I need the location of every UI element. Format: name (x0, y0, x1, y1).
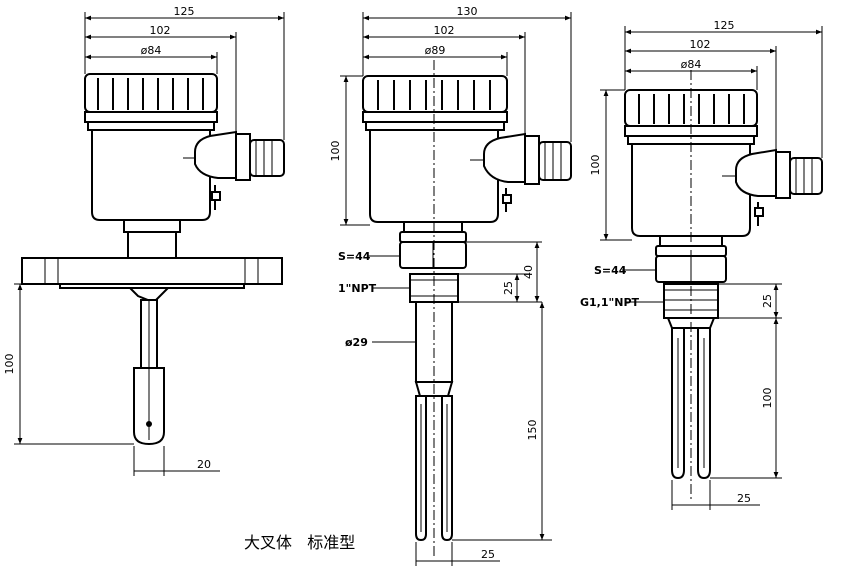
drawing-caption: 大叉体 标准型 (244, 533, 355, 552)
right-dim-thread: G1,1"NPT (580, 296, 640, 309)
middle-dim-housing-height: 100 (329, 141, 342, 162)
middle-dim-thread: 1"NPT (338, 282, 377, 295)
left-paddle-probe (127, 287, 171, 446)
left-dim-housing-width: 102 (150, 24, 171, 37)
left-housing-body (91, 129, 211, 221)
right-dim-overall-width: 125 (714, 19, 735, 32)
left-housing-cap (84, 73, 218, 131)
left-dim-cap-diameter: ø84 (141, 44, 162, 57)
right-cable-gland (735, 148, 823, 226)
right-housing-cap (624, 89, 758, 145)
middle-dim-fork-length: 150 (526, 420, 539, 441)
middle-cable-gland (483, 132, 572, 212)
left-dimensions: 125 102 ø84 100 20 (3, 5, 285, 476)
middle-dim-overall-width: 130 (457, 5, 478, 18)
middle-view: 130 102 ø89 100 S=44 1"NPT ø29 40 25 (329, 5, 572, 566)
middle-dim-cap-diameter: ø89 (425, 44, 446, 57)
middle-dim-hex-to-thread: 40 (522, 265, 535, 279)
left-cable-gland (194, 130, 285, 210)
middle-dim-hex: S=44 (338, 250, 371, 263)
right-dim-fork-length: 100 (761, 388, 774, 409)
left-dim-probe-length: 100 (3, 354, 16, 375)
right-dim-hex: S=44 (594, 264, 627, 277)
middle-dim-tube: ø29 (345, 336, 368, 349)
middle-housing-cap (362, 75, 508, 131)
right-fork-tines (671, 327, 711, 480)
middle-dimensions: 130 102 ø89 100 S=44 1"NPT ø29 40 25 (329, 5, 572, 566)
right-dim-cap-diameter: ø84 (681, 58, 702, 71)
left-dim-overall-width: 125 (174, 5, 195, 18)
left-dim-paddle-width: 20 (197, 458, 211, 471)
right-housing-body (631, 143, 751, 237)
right-dim-thread-length: 25 (761, 294, 774, 308)
left-flange (21, 257, 283, 289)
left-view: 125 102 ø84 100 20 (3, 5, 285, 476)
right-view: 125 102 ø84 100 S=44 G1,1"NPT 25 100 (580, 19, 823, 510)
middle-dim-fork-gap: 25 (481, 548, 495, 561)
right-dim-housing-width: 102 (690, 38, 711, 51)
left-neck (123, 219, 181, 233)
right-dimensions: 125 102 ø84 100 S=44 G1,1"NPT 25 100 (580, 19, 823, 510)
middle-fork-tines (415, 395, 453, 542)
middle-hex-nut (399, 231, 467, 269)
middle-dim-housing-width: 102 (434, 24, 455, 37)
right-dim-housing-height: 100 (589, 155, 602, 176)
middle-dim-thread-length: 25 (502, 281, 515, 295)
right-dim-fork-gap: 25 (737, 492, 751, 505)
